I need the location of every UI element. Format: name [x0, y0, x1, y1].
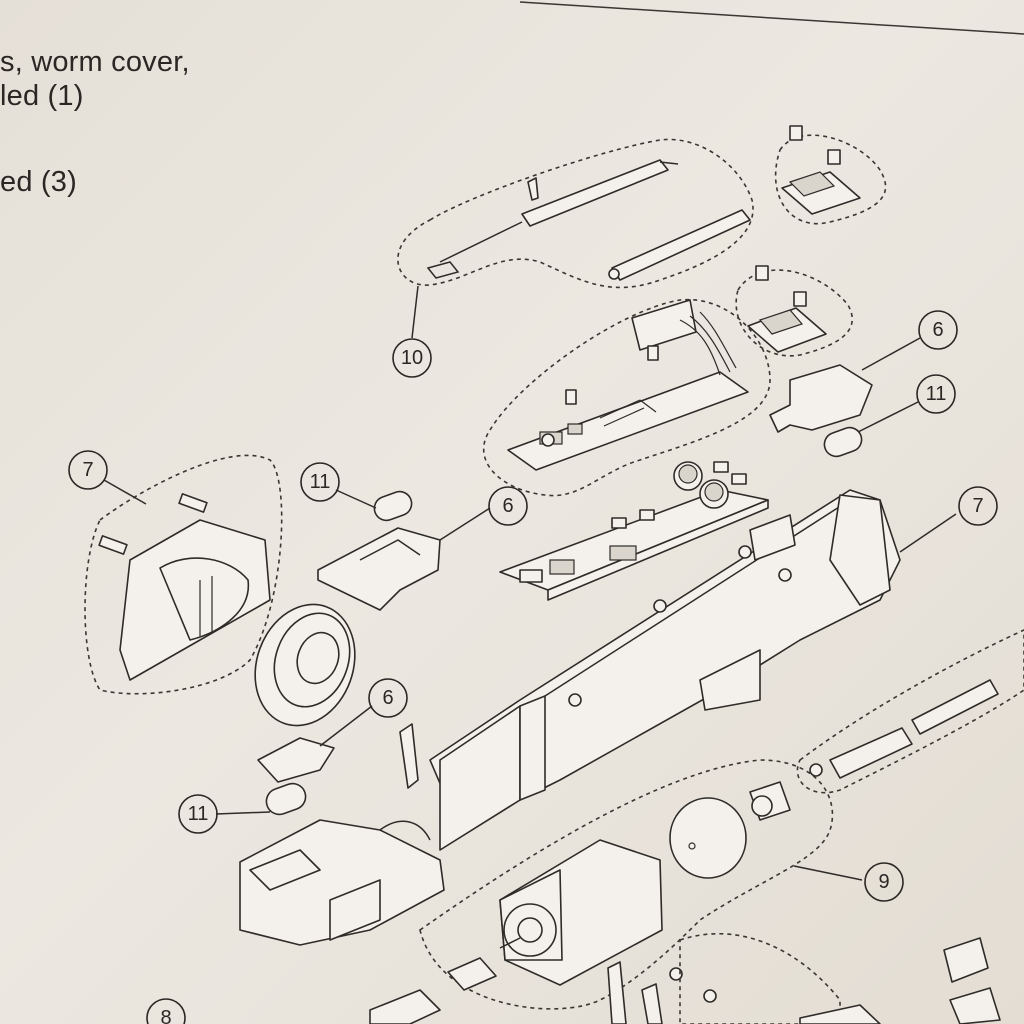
weight-bracket [317, 527, 441, 611]
light-pad-upper [769, 364, 873, 433]
callout-9-motor: 9 [864, 862, 904, 902]
light-pad-lower [257, 737, 335, 783]
callout-6-bracket: 6 [488, 486, 528, 526]
svg-text:10: 10 [401, 347, 423, 369]
callout-11-lower: 11 [178, 794, 218, 834]
pickup-rod-group [397, 138, 754, 289]
callout-8: 8 [146, 998, 186, 1024]
light-board [483, 298, 771, 497]
small-board-top [774, 125, 887, 225]
callout-7-housing: 7 [68, 450, 108, 490]
flywheel [254, 603, 356, 727]
front-base [239, 819, 445, 946]
svg-text:6: 6 [502, 495, 513, 517]
leader-lines [103, 285, 957, 881]
bulb-11b [823, 426, 863, 458]
callout-11-upper-right: 11 [916, 374, 956, 414]
motor-group [419, 759, 834, 1010]
svg-text:6: 6 [932, 319, 943, 341]
callout-10: 10 [392, 338, 432, 378]
svg-text:11: 11 [310, 471, 331, 493]
chassis [399, 489, 901, 851]
svg-text:9: 9 [878, 871, 889, 893]
callout-6-pad-upper: 6 [918, 310, 958, 350]
svg-text:7: 7 [82, 459, 93, 481]
rear-housing [84, 454, 283, 695]
svg-text:6: 6 [382, 687, 393, 709]
page-rule [519, 1, 1024, 35]
svg-text:8: 8 [160, 1007, 171, 1024]
callout-11-upper-left: 11 [300, 462, 340, 502]
main-pcb [499, 461, 769, 601]
parts-list-line-2: led (1) [0, 80, 84, 112]
callout-7-chassis: 7 [958, 486, 998, 526]
bulb-11c [265, 782, 307, 816]
small-board-middle [735, 265, 854, 357]
svg-text:7: 7 [972, 495, 983, 517]
parts-list-line-3: ed (3) [0, 166, 77, 198]
svg-text:11: 11 [188, 803, 209, 825]
drive-shaft [796, 629, 1024, 794]
callout-6-pad-lower: 6 [368, 678, 408, 718]
bulb-11a [373, 490, 413, 522]
bottom-parts [369, 932, 1001, 1024]
parts-list-line-1: s, worm cover, [0, 46, 190, 78]
svg-text:11: 11 [926, 383, 947, 405]
